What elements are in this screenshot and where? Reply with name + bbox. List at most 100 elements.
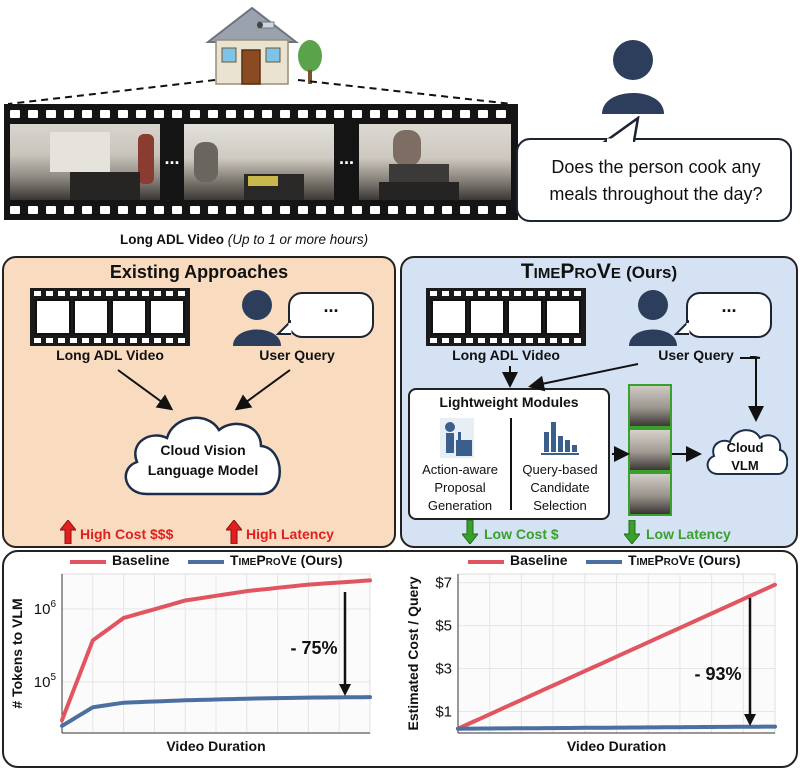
modules-title: Lightweight Modules [439,394,579,410]
existing-video-label: Long ADL Video [56,347,164,363]
module2-line3: Selection [533,498,587,513]
y-tick-exponent: 5 [50,672,56,683]
reduction-label: - 93% [694,664,741,684]
sprocket-hole [388,206,398,214]
zoom-lines [7,79,513,105]
sprocket-hole [424,110,434,118]
ours-video-label: Long ADL Video [452,347,560,363]
x-axis-label: Video Duration [567,738,666,754]
sprocket-hole [64,110,74,118]
sprocket-hole [94,291,101,296]
legend-ours-swatch [586,560,622,564]
cloud-icon [124,416,281,496]
ours-arrows [502,356,764,462]
legend-baseline-left: Baseline [112,552,170,568]
ours-title: TimeProVe (Ours) [400,260,798,284]
sprocket-hole [496,206,506,214]
x-axis-label: Video Duration [166,738,265,754]
sprocket-hole [166,338,173,343]
sprocket-hole [370,206,380,214]
ours-query-bubble [686,292,772,338]
sprocket-hole [460,110,470,118]
arrow-up-icon [60,520,76,544]
bar-chart-icon [541,422,579,455]
arrow-down-icon [624,520,640,544]
sprocket-hole [430,291,437,296]
legend-ours-main: TimeProVe [628,552,695,568]
sprocket-hole [466,338,473,343]
sprocket-hole [10,110,20,118]
sprocket-hole [142,338,149,343]
sprocket-hole [478,338,485,343]
video-caption-title: Long ADL Video [120,232,224,247]
user-query-icon [233,290,281,346]
reduction-arrowhead [339,684,351,696]
sprocket-hole [574,291,581,296]
series-line-baseline [456,582,777,731]
sprocket-hole [166,291,173,296]
legend-baseline-swatch [468,560,504,564]
sprocket-hole [298,206,308,214]
ours-title-suffix: (Ours) [626,263,678,282]
ours-cloud-line2: VLM [731,458,759,473]
module1-line2: Proposal [434,480,486,495]
sprocket-hole [538,291,545,296]
sprocket-hole [154,206,164,214]
sprocket-hole [526,338,533,343]
sprocket-hole [100,206,110,214]
sprocket-hole [562,291,569,296]
ours-latency-label: Low Latency [646,526,731,542]
video-frame-3 [359,124,511,200]
sprocket-hole [34,338,41,343]
sprocket-hole [118,291,125,296]
reduction-arrowhead [744,714,756,726]
sprocket-hole [442,338,449,343]
sprocket-hole [334,206,344,214]
bubble-tail [602,116,640,142]
sprocket-hole [514,291,521,296]
sprocket-hole [478,206,488,214]
sprocket-hole [496,110,506,118]
question-text: Does the person cook any meals throughou… [549,157,763,204]
sprocket-hole [154,110,164,118]
sprocket-hole [454,291,461,296]
sprocket-hole [244,206,254,214]
sprocket-hole [58,291,65,296]
video-caption: Long ADL Video (Up to 1 or more hours) [120,232,368,247]
sprocket-hole [466,291,473,296]
house-icon [205,6,322,85]
existing-bubble-tail [276,320,292,335]
sprocket-hole [388,110,398,118]
sprocket-hole [82,110,92,118]
sprocket-hole [82,338,89,343]
sprocket-hole [514,338,521,343]
sprocket-hole [106,291,113,296]
existing-query-bubble [288,292,374,338]
existing-cloud-line1: Cloud Vision [160,442,246,458]
sprocket-hole [136,110,146,118]
sprocket-hole [154,291,161,296]
video-caption-subtitle: (Up to 1 or more hours) [227,232,369,247]
sprocket-hole [46,110,56,118]
sprocket-hole [502,338,509,343]
sprocket-hole [370,110,380,118]
sprocket-hole [562,338,569,343]
sprocket-hole [118,206,128,214]
y-tick-label: $1 [435,704,452,721]
y-tick-label: $5 [435,618,452,635]
existing-latency-label: High Latency [246,526,334,542]
sprocket-hole [190,206,200,214]
series-line-baseline [60,578,372,723]
sprocket-hole [454,338,461,343]
sprocket-hole [142,291,149,296]
ours-query-label: User Query [658,347,734,363]
sprocket-hole [550,338,557,343]
video-frame-2 [184,124,334,200]
legend-ours-suffix: (Ours) [698,552,741,568]
existing-title: Existing Approaches [109,262,289,282]
cloud-icon [706,429,788,475]
sprocket-hole [46,338,53,343]
sprocket-hole [178,338,185,343]
module1-line3: Generation [427,498,493,513]
